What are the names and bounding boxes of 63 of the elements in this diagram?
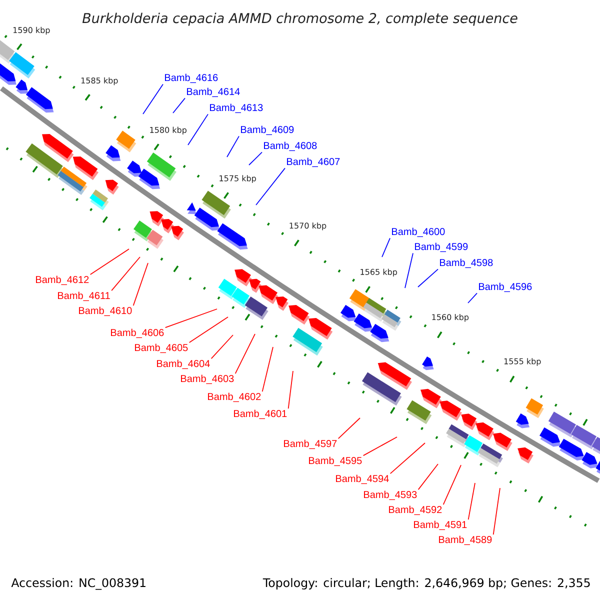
leader-line bbox=[468, 292, 478, 304]
gene-label: Bamb_4601 bbox=[234, 410, 287, 419]
scale-label: 1570 kbp bbox=[290, 222, 326, 230]
leader-line bbox=[188, 114, 208, 146]
scale-label: 1585 kbp bbox=[81, 77, 118, 86]
gene-label: Bamb_4604 bbox=[157, 360, 210, 369]
footer-text: Topology: circular; Length: 2,646,969 bp; Genes: 2,355 bbox=[262, 578, 590, 590]
gene-label: Bamb_4593 bbox=[364, 490, 417, 500]
gene-label: Bamb_4608 bbox=[264, 142, 317, 151]
gene-label: Bamb_4612 bbox=[36, 276, 89, 285]
gene-label: Bamb_4600 bbox=[392, 228, 445, 237]
scale-label: 1590 kbp bbox=[13, 26, 50, 35]
gene-label: Bamb_4592 bbox=[389, 506, 442, 515]
leader-line bbox=[418, 464, 438, 490]
footer-text: Accession: NC_008391 bbox=[11, 578, 146, 590]
gene-label: Bamb_4607 bbox=[287, 158, 340, 167]
scale-label: 1560 kbp bbox=[432, 314, 469, 322]
leader-line bbox=[226, 136, 240, 158]
leader-line bbox=[288, 370, 294, 409]
leader-line bbox=[390, 442, 426, 474]
leader-line bbox=[234, 334, 256, 374]
gene-label: Bamb_4611 bbox=[58, 292, 110, 301]
leader-line bbox=[90, 248, 130, 275]
leader-line bbox=[172, 98, 186, 114]
gene-label: Bamb_4603 bbox=[181, 374, 234, 384]
leader-line bbox=[248, 152, 262, 166]
leader-line bbox=[132, 262, 148, 306]
gene-label: Bamb_4596 bbox=[479, 282, 532, 292]
scale-label: 1565 kbp bbox=[360, 268, 398, 276]
gene-label: Bamb_4597 bbox=[284, 440, 337, 449]
gene-label: Bamb_4610 bbox=[79, 306, 132, 316]
leader-line bbox=[492, 488, 500, 535]
gene-label: Bamb_4594 bbox=[336, 474, 389, 484]
gene-label: Bamb_4613 bbox=[210, 104, 263, 113]
gene-label: Bamb_4605 bbox=[135, 344, 188, 353]
leader-line bbox=[382, 238, 390, 258]
gene-label: Bamb_4606 bbox=[111, 328, 164, 338]
leader-line bbox=[468, 482, 476, 520]
leader-line bbox=[111, 256, 140, 291]
leader-line bbox=[210, 334, 234, 359]
leader-line bbox=[418, 268, 438, 288]
gene-label: Bamb_4598 bbox=[440, 258, 493, 268]
leader-line bbox=[262, 346, 274, 392]
scale-label: 1575 kbp bbox=[220, 175, 256, 183]
gene-label: Bamb_4602 bbox=[208, 392, 261, 402]
leader-line bbox=[442, 464, 462, 505]
gene-label: Bamb_4589 bbox=[439, 536, 492, 545]
gene-label: Bamb_4609 bbox=[241, 126, 294, 135]
gene-label: Bamb_4616 bbox=[165, 74, 218, 83]
gene-label: Bamb_4591 bbox=[414, 520, 467, 530]
leader-line bbox=[404, 252, 414, 288]
leader-line bbox=[362, 436, 398, 456]
leader-line bbox=[188, 316, 228, 343]
gene-label: Bamb_4595 bbox=[309, 456, 362, 466]
title: Burkholderia cepacia AMMD chromosome 2, complete sequence bbox=[82, 12, 518, 26]
leader-line bbox=[338, 418, 360, 439]
leader-line bbox=[142, 84, 164, 114]
leader-line bbox=[256, 168, 286, 206]
scale-label: 1580 kbp bbox=[150, 126, 187, 134]
leader-line bbox=[164, 308, 218, 328]
scale-label: 1555 kbp bbox=[504, 358, 541, 366]
gene-label: Bamb_4599 bbox=[415, 242, 468, 252]
gene-label: Bamb_4614 bbox=[187, 88, 240, 97]
